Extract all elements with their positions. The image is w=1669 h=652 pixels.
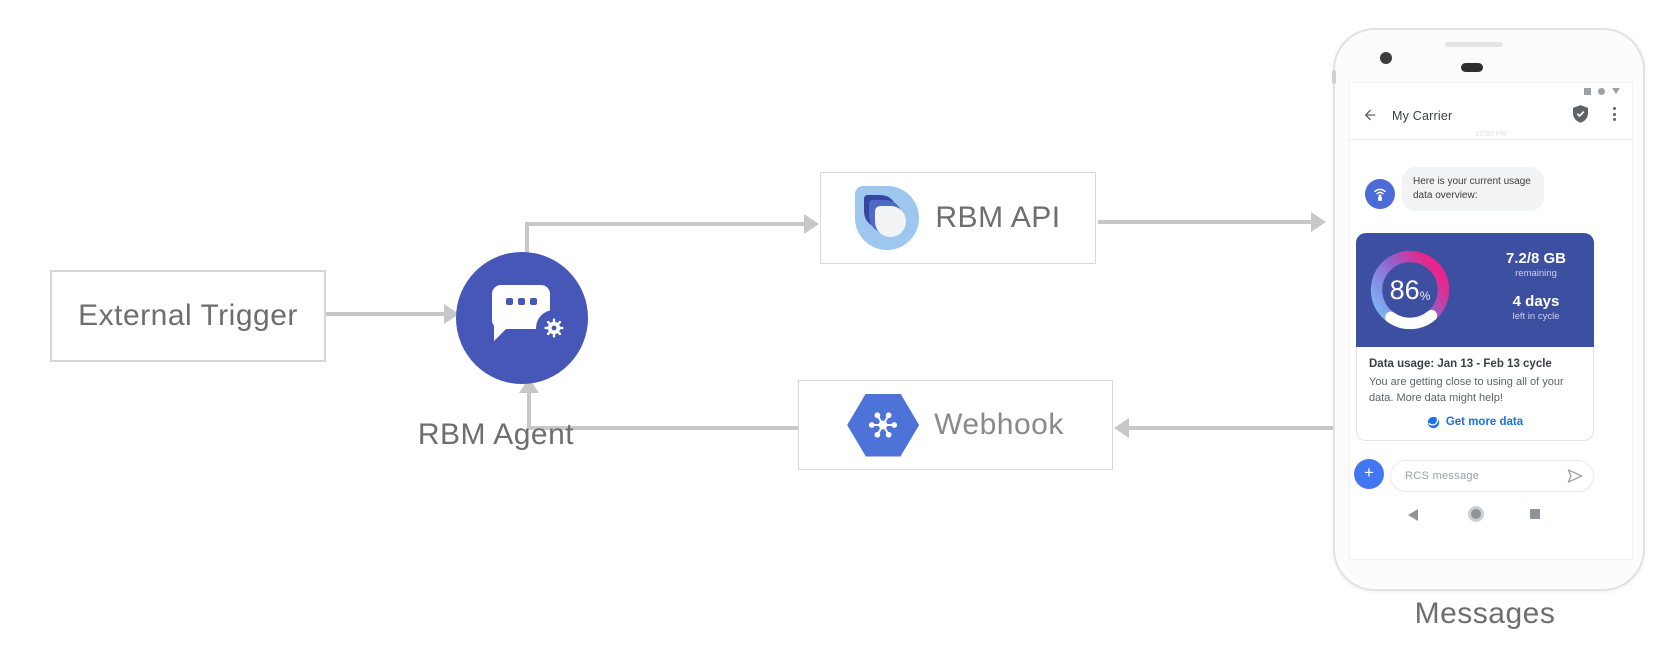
conversation-title: My Carrier (1392, 109, 1453, 123)
webhook-node: Webhook (798, 380, 1113, 470)
speaker-slot (1445, 42, 1503, 47)
arrow-webhook-to-agent-vertical (527, 392, 531, 430)
arrow-api-to-phone (1098, 220, 1313, 224)
chat-timestamp: 12:30 PM (1474, 129, 1508, 138)
days-left-value: 4 days (1512, 293, 1560, 310)
phone-screen: My Carrier 12:30 PM Here is your current… (1349, 82, 1633, 560)
chat-bubble-tail (494, 326, 509, 341)
recents-square-icon[interactable] (1530, 509, 1540, 519)
gear-icon (536, 310, 572, 346)
square-icon (1584, 87, 1591, 95)
usage-card-body: Data usage: Jan 13 - Feb 13 cycle You ar… (1356, 347, 1594, 441)
carrier-antenna-icon (1365, 179, 1395, 209)
rbm-agent-node (456, 252, 588, 384)
attach-plus-button[interactable]: + (1354, 459, 1384, 489)
compose-bar (1390, 460, 1594, 492)
usage-card-text: You are getting close to using all of yo… (1369, 376, 1564, 404)
arrow-phone-to-webhook (1128, 426, 1334, 430)
usage-rich-card: 86 % 7.2/8 GB remaining 4 days left in c… (1356, 233, 1594, 441)
arrow-agent-to-api (525, 222, 807, 226)
camera-icon (1380, 52, 1392, 64)
arrow-agent-to-api-vertical (525, 224, 529, 256)
days-left-label: left in cycle (1512, 311, 1560, 322)
home-circle-icon[interactable] (1468, 506, 1484, 522)
verified-shield-icon[interactable] (1573, 105, 1588, 123)
rcs-message-input[interactable] (1405, 470, 1567, 482)
arrow-webhook-to-agent (527, 426, 799, 430)
agent-message-bubble: Here is your current usage data overview… (1402, 167, 1544, 211)
external-trigger-node: External Trigger (50, 270, 326, 362)
webhook-label: Webhook (934, 408, 1064, 441)
gauge-percent-value: 86 (1389, 274, 1420, 305)
back-arrow-icon[interactable] (1362, 107, 1378, 123)
rbm-droplet-logo-icon (855, 186, 920, 250)
external-trigger-label: External Trigger (78, 299, 298, 332)
send-icon[interactable] (1567, 469, 1583, 483)
status-bar-icons (1584, 86, 1620, 96)
arrowhead-left-icon (1114, 418, 1129, 438)
cloud-hexagon-hub-icon (847, 393, 920, 457)
usage-donut-gauge: 86 % (1366, 246, 1454, 334)
earpiece (1461, 63, 1483, 72)
messages-caption: Messages (1414, 597, 1556, 630)
rbm-agent-label: RBM Agent (417, 418, 575, 451)
triangle-icon (1612, 88, 1620, 94)
get-more-data-button[interactable]: Get more data (1369, 416, 1581, 429)
side-button (1332, 70, 1336, 84)
arrowhead-right-icon (1311, 212, 1326, 232)
get-more-data-label: Get more data (1445, 416, 1524, 429)
arrowhead-right-icon (804, 214, 819, 234)
phone-mockup: My Carrier 12:30 PM Here is your current… (1332, 28, 1645, 591)
header-divider (1350, 139, 1632, 140)
rbm-api-node: RBM API (820, 172, 1096, 264)
gauge-percent-unit: % (1419, 289, 1431, 303)
data-remaining-label: remaining (1515, 268, 1557, 279)
usage-card-title: Data usage: Jan 13 - Feb 13 cycle (1369, 358, 1552, 370)
dot-icon (1598, 87, 1605, 95)
back-triangle-icon[interactable] (1408, 509, 1418, 521)
arrowhead-right-icon (444, 304, 459, 324)
rbm-api-label: RBM API (935, 201, 1061, 234)
kebab-menu-icon[interactable] (1613, 107, 1616, 121)
arrow-trigger-to-agent (326, 312, 448, 316)
globe-icon (1427, 416, 1440, 429)
data-remaining-value: 7.2/8 GB (1505, 250, 1567, 267)
usage-gauge-panel: 86 % 7.2/8 GB remaining 4 days left in c… (1356, 233, 1594, 347)
